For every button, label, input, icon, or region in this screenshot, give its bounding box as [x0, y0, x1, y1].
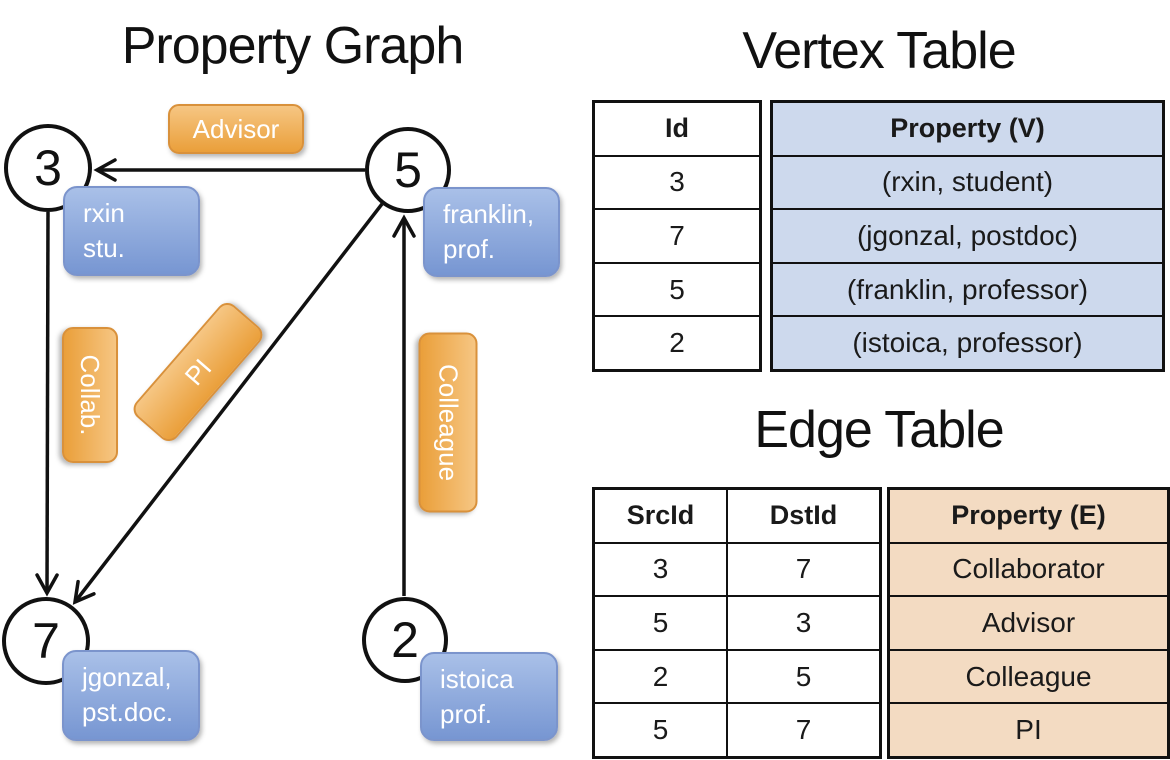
- edge-label-colleague: Colleague: [418, 332, 478, 513]
- vertex-table-title: Vertex Table: [742, 22, 1016, 80]
- table-cell: 5: [595, 261, 759, 316]
- table-row: 3 7: [595, 541, 879, 596]
- property-graph-title: Property Graph: [121, 17, 465, 75]
- edge-table-dstid-header: DstId: [726, 490, 879, 542]
- table-cell: 7: [595, 208, 759, 262]
- vertex-property-box-jgonzal: jgonzal, pst.doc.: [62, 650, 200, 741]
- edge-label-advisor: Advisor: [168, 104, 304, 154]
- vertex-property-box-istoica: istoica prof.: [420, 652, 558, 741]
- table-cell: 5: [652, 606, 669, 638]
- table-cell: (rxin, student): [773, 154, 1162, 209]
- vertex-id-label: 7: [32, 613, 60, 669]
- table-cell: 5: [652, 714, 669, 746]
- table-cell: Colleague: [890, 648, 1167, 703]
- vertex-id-label: 2: [391, 612, 419, 668]
- table-row: 2 5: [595, 648, 879, 703]
- table-row: 5 7: [595, 702, 879, 756]
- vertex-property-line: franklin,: [443, 199, 535, 229]
- table-cell: (jgonzal, postdoc): [773, 208, 1162, 262]
- edge-table-property-column: Property (E) Collaborator Advisor Collea…: [887, 487, 1170, 759]
- table-cell: 3: [595, 154, 759, 209]
- edge-5-to-7: [72, 202, 384, 605]
- edge-table-srcid-header: SrcId: [626, 500, 695, 531]
- table-cell: 2: [595, 315, 759, 369]
- graph-edges-canvas: [35, 158, 416, 605]
- vertex-property-line: jgonzal,: [82, 662, 172, 692]
- vertex-id-label: 3: [34, 140, 62, 196]
- vertex-node-5: 5: [365, 127, 451, 213]
- vertex-property-line: istoica: [440, 664, 514, 694]
- table-cell: 3: [726, 597, 879, 649]
- edge-table-property-header: Property (E): [951, 500, 1106, 531]
- edge-table-id-columns: SrcId DstId 3 7 5 3 2 5 5 7: [592, 487, 882, 759]
- vertex-property-line: rxin: [83, 198, 125, 228]
- table-cell: Advisor: [890, 595, 1167, 649]
- table-cell: 7: [726, 704, 879, 756]
- vertex-id-label: 5: [394, 142, 422, 198]
- table-row: SrcId DstId: [595, 490, 879, 542]
- vertex-table-id-column: Id 3 7 5 2: [592, 100, 762, 372]
- table-cell: 5: [726, 650, 879, 703]
- table-cell: Collaborator: [890, 541, 1167, 596]
- vertex-node-2: 2: [362, 597, 448, 683]
- edge-3-to-7: [35, 211, 59, 597]
- vertex-table-id-header: Id: [665, 113, 689, 144]
- table-cell: (franklin, professor): [773, 261, 1162, 316]
- table-cell: (istoica, professor): [773, 315, 1162, 369]
- table-cell: 7: [726, 543, 879, 596]
- vertex-property-box-rxin: rxin stu.: [63, 186, 200, 276]
- table-row: 5 3: [595, 595, 879, 649]
- edge-label-collab: Collab.: [62, 327, 118, 463]
- vertex-table-property-column: Property (V) (rxin, student) (jgonzal, p…: [770, 100, 1165, 372]
- vertex-table-property-header: Property (V): [890, 113, 1045, 144]
- table-cell: 3: [652, 553, 669, 585]
- table-cell: 2: [652, 660, 669, 692]
- table-cell: PI: [890, 702, 1167, 756]
- vertex-property-line: pst.doc.: [82, 697, 174, 728]
- edge-table-title: Edge Table: [754, 401, 1004, 459]
- vertex-property-line: stu.: [83, 233, 125, 264]
- vertex-property-box-franklin: franklin, prof.: [423, 187, 560, 277]
- vertex-property-line: prof.: [440, 699, 493, 730]
- vertex-property-line: prof.: [443, 234, 496, 265]
